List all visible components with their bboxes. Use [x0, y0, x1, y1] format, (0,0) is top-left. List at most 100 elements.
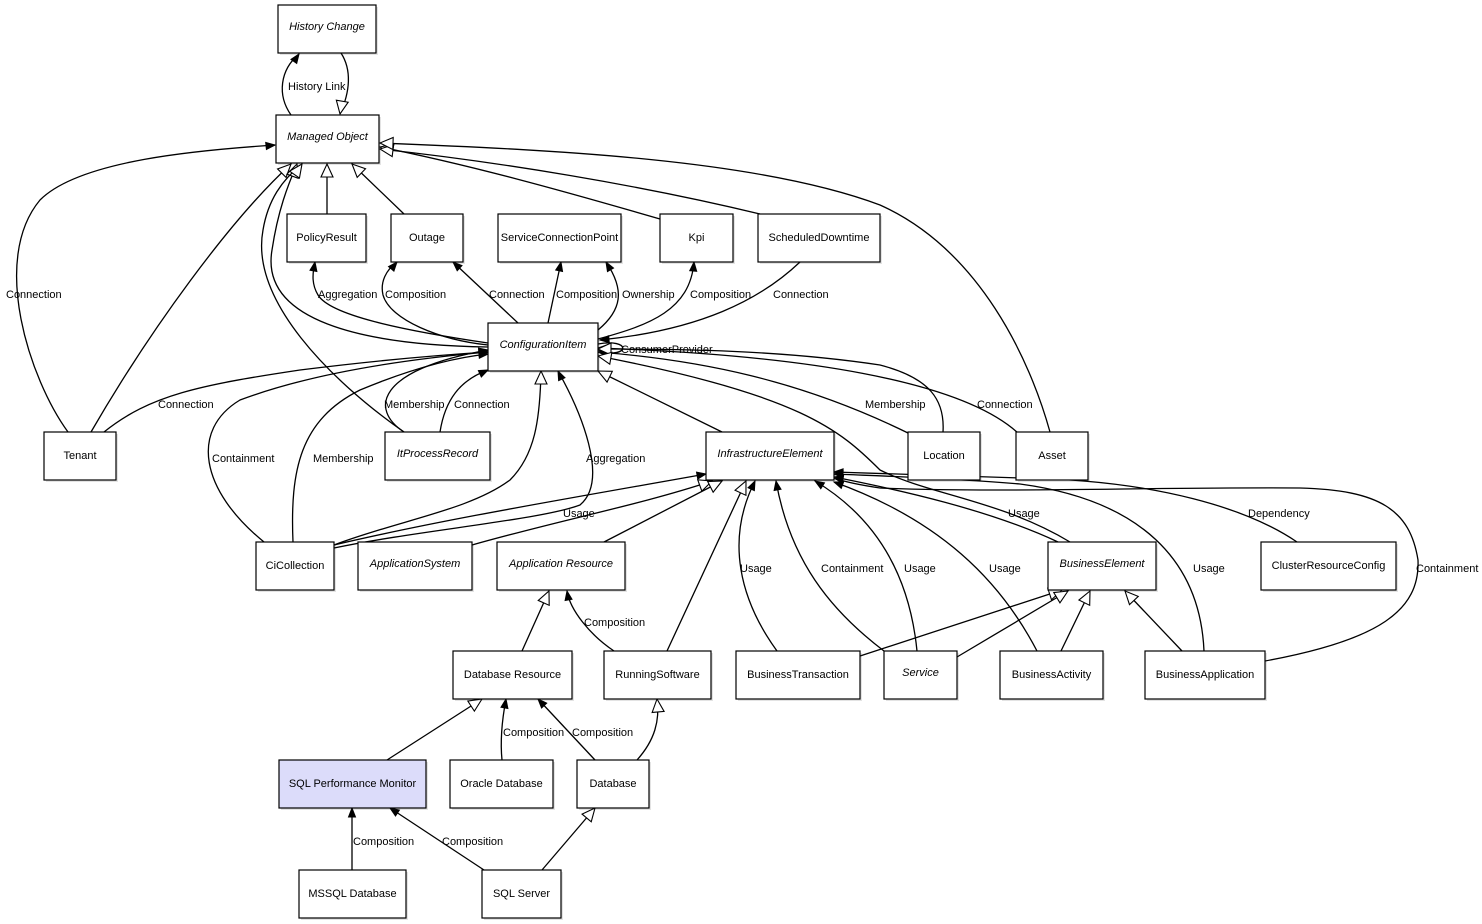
node-box[interactable]	[298, 869, 407, 919]
edge-history-link-a[interactable]	[281, 52, 300, 116]
class-node-service[interactable]: Service	[883, 650, 959, 701]
edge-svc-cont-ie[interactable]	[773, 479, 885, 652]
inheritance-line[interactable]	[956, 590, 1069, 658]
class-node-business-application[interactable]: BusinessApplication	[1144, 650, 1267, 701]
node-box[interactable]	[277, 4, 377, 54]
edge-be-inh-ci[interactable]	[596, 351, 1071, 543]
edge-dbr-inh-ar[interactable]	[521, 589, 550, 652]
edge-ar-inh-ie[interactable]	[603, 480, 724, 543]
node-box[interactable]	[1260, 541, 1397, 591]
edge-ipr-conn-ci[interactable]	[439, 369, 490, 433]
class-node-service-connection-point[interactable]: ServiceConnectionPoint	[497, 213, 623, 264]
inheritance-line[interactable]	[597, 370, 723, 433]
class-node-kpi[interactable]: Kpi	[659, 213, 735, 264]
association-line[interactable]	[207, 351, 489, 543]
class-node-running-software[interactable]: RunningSoftware	[603, 650, 713, 701]
edge-ora-comp-dbr[interactable]	[500, 697, 509, 761]
edge-mssql-comp-spm[interactable]	[347, 806, 357, 870]
inheritance-line[interactable]	[541, 807, 596, 871]
node-box[interactable]	[496, 541, 626, 591]
node-box[interactable]	[1144, 650, 1266, 700]
edge-ipr-inh-mo[interactable]	[261, 162, 405, 433]
inheritance-line[interactable]	[379, 148, 761, 215]
class-node-business-activity[interactable]: BusinessActivity	[999, 650, 1105, 701]
edge-svc-inh-be[interactable]	[956, 590, 1070, 658]
node-box[interactable]	[757, 213, 881, 263]
association-line[interactable]	[833, 476, 1059, 543]
inheritance-line[interactable]	[379, 142, 1051, 433]
association-line[interactable]	[312, 261, 489, 344]
association-line[interactable]	[333, 370, 594, 549]
class-node-location[interactable]: Location	[907, 431, 982, 482]
class-node-asset[interactable]: Asset	[1015, 431, 1090, 482]
association-line[interactable]	[833, 481, 1038, 652]
node-box[interactable]	[705, 431, 835, 481]
node-box[interactable]	[907, 431, 981, 481]
node-box[interactable]	[735, 650, 861, 700]
node-box[interactable]	[497, 213, 622, 263]
class-node-ci-collection[interactable]: CiCollection	[255, 541, 336, 592]
edge-ci-comp-scp[interactable]	[547, 260, 564, 324]
node-box[interactable]	[275, 114, 380, 164]
association-line[interactable]	[103, 351, 489, 433]
class-node-application-system[interactable]: ApplicationSystem	[357, 541, 474, 592]
edge-as-aggr-ci[interactable]	[333, 369, 594, 549]
inheritance-line[interactable]	[90, 163, 292, 433]
class-node-business-element[interactable]: BusinessElement	[1047, 541, 1158, 592]
edge-bapp-cont-ie[interactable]	[832, 475, 1419, 662]
edge-ci-aggr-pr[interactable]	[309, 260, 489, 344]
edge-cic-inh-ci[interactable]	[333, 369, 548, 546]
edge-tenant-inh-mo[interactable]	[90, 163, 292, 433]
edge-ci-comp-kpi[interactable]	[597, 260, 698, 340]
edge-ba-usage-ie[interactable]	[832, 481, 1038, 652]
edge-bt-usage-ie[interactable]	[738, 479, 778, 652]
node-box[interactable]	[481, 869, 562, 919]
association-line[interactable]	[333, 473, 707, 546]
edge-ci-conn-outage[interactable]	[451, 261, 519, 324]
edge-spm-inh-dbr[interactable]	[386, 698, 484, 761]
node-box[interactable]	[659, 213, 734, 263]
node-box[interactable]	[576, 759, 650, 809]
edge-ci-comp-outage[interactable]	[381, 260, 489, 346]
node-box[interactable]	[43, 431, 117, 481]
class-node-it-process-record[interactable]: ItProcessRecord	[384, 431, 492, 482]
association-line[interactable]	[597, 351, 909, 434]
edge-rs-comp-ar[interactable]	[564, 589, 615, 652]
edge-sqls-comp-spm[interactable]	[388, 807, 485, 871]
node-box[interactable]	[1015, 431, 1089, 481]
edge-cic-usage-ie[interactable]	[333, 471, 708, 546]
edge-db-comp-dbr[interactable]	[537, 697, 596, 761]
association-line[interactable]	[384, 349, 489, 433]
inheritance-line[interactable]	[379, 146, 661, 220]
class-node-database[interactable]: Database	[576, 759, 651, 810]
association-line[interactable]	[452, 261, 519, 324]
edge-as-inh-ie[interactable]	[471, 479, 714, 546]
node-box[interactable]	[384, 431, 491, 481]
class-node-oracle-database[interactable]: Oracle Database	[449, 759, 555, 810]
edge-ipr-memb-ci[interactable]	[384, 347, 490, 433]
inheritance-line[interactable]	[333, 370, 542, 546]
edge-tenant-conn-ci[interactable]	[103, 348, 490, 433]
inheritance-line[interactable]	[471, 480, 713, 546]
node-box[interactable]	[487, 322, 599, 372]
association-line[interactable]	[814, 480, 918, 652]
class-node-cluster-resource-config[interactable]: ClusterResourceConfig	[1260, 541, 1398, 592]
edge-svc-usage-ie[interactable]	[813, 480, 918, 652]
edge-pr-inh-mo[interactable]	[320, 162, 334, 214]
node-box[interactable]	[883, 650, 958, 700]
class-node-configuration-item[interactable]: ConfigurationItem	[487, 322, 600, 373]
association-line[interactable]	[833, 477, 1419, 662]
association-line[interactable]	[389, 807, 485, 871]
edge-ci-own-scp[interactable]	[597, 260, 619, 331]
node-box[interactable]	[278, 759, 427, 809]
node-box[interactable]	[390, 213, 464, 263]
node-box[interactable]	[603, 650, 712, 700]
edge-sd-inh-mo[interactable]	[378, 143, 761, 215]
inheritance-line[interactable]	[1124, 590, 1183, 652]
association-line[interactable]	[597, 347, 1019, 434]
edge-bapp-inh-be[interactable]	[1124, 590, 1183, 652]
association-line[interactable]	[599, 261, 801, 341]
edge-kpi-inh-mo[interactable]	[378, 143, 661, 220]
node-box[interactable]	[255, 541, 335, 591]
class-node-tenant[interactable]: Tenant	[43, 431, 118, 482]
